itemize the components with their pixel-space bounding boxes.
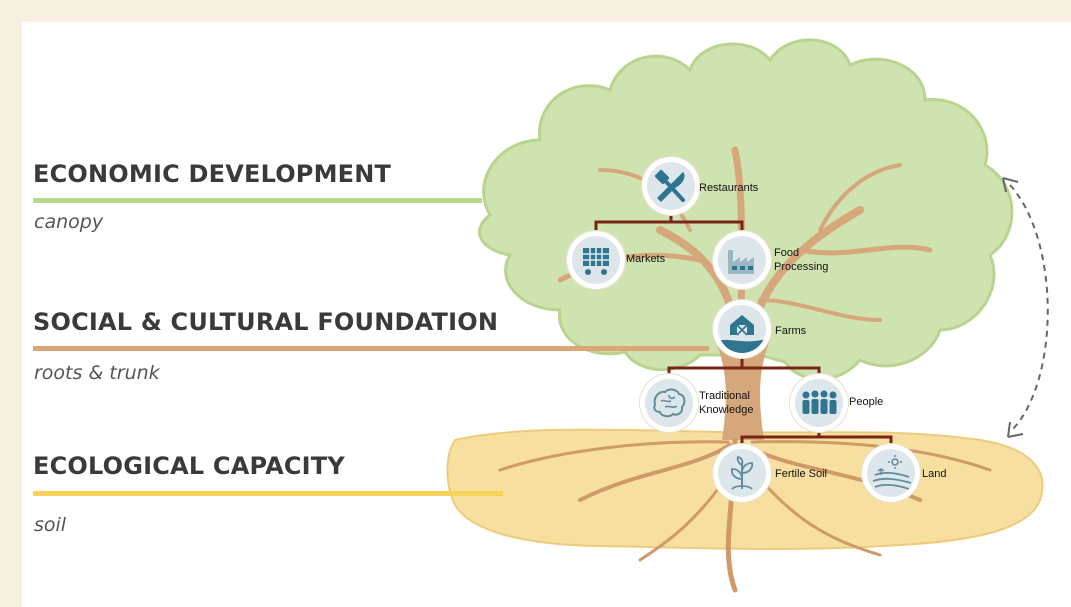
barn-icon	[718, 315, 766, 353]
fertile-soil-node	[713, 444, 771, 502]
food-processing-label-line1: Food	[774, 247, 800, 259]
fertile-soil-label: Fertile Soil	[775, 468, 827, 480]
social-cultural-bar	[33, 346, 709, 351]
brain-icon	[653, 388, 686, 418]
canopy-subtitle: canopy	[34, 211, 104, 233]
sprout-icon	[730, 455, 754, 490]
land-node	[862, 444, 920, 502]
people-label: People	[849, 396, 884, 408]
people-icon	[802, 390, 837, 414]
fork-knife-icon	[655, 170, 685, 202]
canopy-foliage	[478, 38, 1014, 381]
ecological-capacity-heading: ECOLOGICAL CAPACITY	[33, 452, 345, 480]
ecological-capacity-bar	[33, 491, 503, 496]
markets-label: Markets	[626, 253, 666, 265]
farms-node	[713, 300, 771, 358]
traditional-knowledge-label-line2: Knowledge	[699, 404, 754, 416]
restaurants-label: Restaurants	[699, 182, 759, 194]
markets-node	[567, 231, 625, 289]
people-node	[790, 374, 848, 432]
economic-development-bar	[33, 198, 482, 203]
roots-trunk-subtitle: roots & trunk	[34, 362, 160, 384]
market-cart-icon	[583, 248, 609, 275]
cycle-arrow	[1009, 184, 1049, 431]
traditional-knowledge-label-line1: Traditional	[699, 390, 750, 402]
land-label: Land	[922, 468, 947, 480]
traditional-knowledge-node	[640, 374, 698, 432]
trunk	[715, 340, 770, 440]
food-processing-node	[713, 231, 771, 289]
restaurants-node	[642, 157, 700, 215]
farms-label: Farms	[775, 325, 807, 337]
food-processing-label-line2: Processing	[774, 261, 829, 273]
field-icon	[872, 455, 912, 490]
economic-development-heading: ECONOMIC DEVELOPMENT	[33, 160, 392, 188]
factory-icon	[728, 250, 754, 274]
social-cultural-heading: SOCIAL & CULTURAL FOUNDATION	[33, 308, 499, 336]
soil-subtitle: soil	[34, 514, 67, 536]
